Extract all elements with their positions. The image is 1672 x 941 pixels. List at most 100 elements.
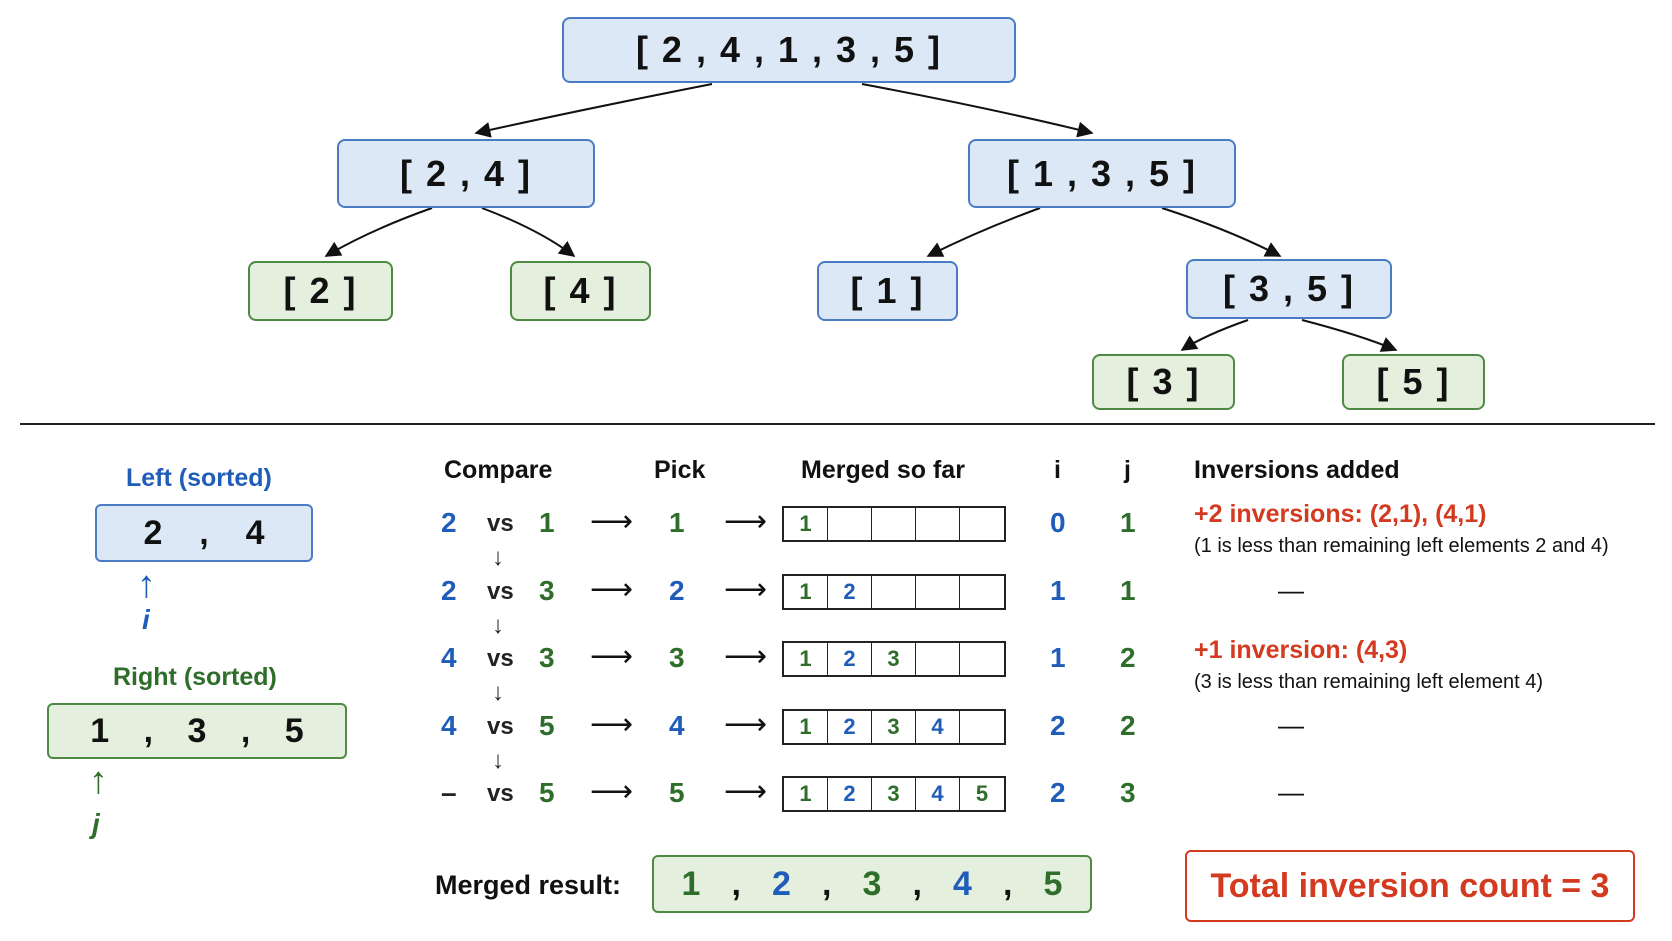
step-0-left: 2: [441, 507, 457, 538]
step-3-arrow2-icon: ⟶: [724, 708, 768, 741]
merged-slot: [960, 508, 1004, 540]
left-sorted-box: 2 , 4: [95, 504, 313, 562]
step-1-arrow2-icon: ⟶: [724, 573, 768, 606]
step-0-arrow-icon: ⟶: [590, 505, 634, 538]
step-0-inv-title: +2 inversions: (2,1), (4,1): [1194, 500, 1487, 528]
section-divider: [20, 423, 1655, 425]
merged-slot: 2: [828, 778, 872, 810]
merged-slot: 3: [872, 643, 916, 675]
header-merged: Merged so far: [801, 456, 965, 484]
step-2-down-icon: ↓: [492, 679, 504, 706]
step-0-pick: 1: [669, 507, 685, 538]
header-j: j: [1124, 456, 1131, 484]
step-4-left: –: [441, 777, 457, 808]
merged-slot: [916, 508, 960, 540]
merged-result-value: 5: [1043, 864, 1063, 903]
merged-slot: [828, 508, 872, 540]
step-4-merged: 1 2 3 4 5: [782, 776, 1006, 812]
step-4-vs: vs: [487, 780, 514, 807]
tree-node-rr: [ 3 , 5 ]: [1186, 259, 1392, 319]
j-pointer-arrow-icon: ↑: [89, 760, 108, 802]
step-0-j: 1: [1120, 507, 1136, 538]
step-4-arrow2-icon: ⟶: [724, 775, 768, 808]
merged-slot: 1: [784, 576, 828, 608]
merged-result-sep: ,: [822, 864, 832, 903]
tree-node-left: [ 2 , 4 ]: [337, 139, 595, 208]
step-3-right: 5: [539, 710, 555, 741]
merged-result-value: 4: [953, 864, 972, 903]
edge-root-right: [861, 83, 1094, 138]
step-1-arrow-icon: ⟶: [590, 573, 634, 606]
merged-slot: 2: [828, 576, 872, 608]
step-2-vs: vs: [487, 645, 514, 672]
right-value-3: ,: [240, 711, 251, 750]
step-3-i: 2: [1050, 710, 1066, 741]
merged-slot: [916, 643, 960, 675]
step-4-arrow-icon: ⟶: [590, 775, 634, 808]
step-3-j: 2: [1120, 710, 1136, 741]
step-1-i: 1: [1050, 575, 1066, 606]
step-1-left: 2: [441, 575, 457, 606]
merged-slot: [960, 711, 1004, 743]
merged-result-value: 2: [772, 864, 791, 903]
step-3-dash: —: [1278, 710, 1304, 740]
step-0-i: 0: [1050, 507, 1066, 538]
merged-slot: 3: [872, 778, 916, 810]
left-sorted-label: Left (sorted): [126, 464, 272, 492]
merged-result-box: 1 , 2 , 3 , 4 , 5: [652, 855, 1092, 913]
edge-rr-rrl: [1180, 319, 1249, 351]
merged-slot: 1: [784, 643, 828, 675]
merged-result-label: Merged result:: [435, 870, 622, 900]
step-4-i: 2: [1050, 777, 1066, 808]
step-1-dash: —: [1278, 575, 1304, 605]
step-2-inv-note: (3 is less than remaining left element 4…: [1194, 671, 1544, 693]
edge-root-left: [474, 83, 713, 138]
merged-result-sep: ,: [731, 864, 741, 903]
left-value-0: 2: [143, 513, 163, 552]
step-3-left: 4: [441, 710, 457, 741]
step-4-right: 5: [539, 777, 555, 808]
right-sorted-box: 1 , 3 , 5: [47, 703, 347, 759]
total-inversion-box: Total inversion count = 3: [1185, 850, 1635, 922]
right-sorted-label: Right (sorted): [113, 663, 277, 691]
step-2-i: 1: [1050, 642, 1066, 673]
i-pointer-label: i: [142, 604, 150, 635]
j-pointer-label: j: [92, 808, 100, 839]
step-0-merged: 1: [782, 506, 1006, 542]
header-compare: Compare: [444, 456, 553, 484]
step-2-j: 2: [1120, 642, 1136, 673]
tree-node-ll: [ 2 ]: [248, 261, 393, 321]
right-value-4: 5: [284, 711, 304, 750]
step-2-arrow-icon: ⟶: [590, 640, 634, 673]
tree-node-rl: [ 1 ]: [817, 261, 958, 321]
i-pointer-arrow-icon: ↑: [137, 564, 156, 606]
step-0-right: 1: [539, 507, 555, 538]
merged-slot: [960, 643, 1004, 675]
right-value-0: 1: [90, 711, 110, 750]
step-2-merged: 1 2 3: [782, 641, 1006, 677]
edge-left-ll: [324, 207, 433, 257]
right-value-1: ,: [143, 711, 154, 750]
tree-node-rrr: [ 5 ]: [1342, 354, 1485, 410]
step-0-inv-note: (1 is less than remaining left elements …: [1194, 535, 1609, 557]
merged-result-sep: ,: [1003, 864, 1013, 903]
merged-slot: 1: [784, 778, 828, 810]
merged-slot: 4: [916, 778, 960, 810]
step-4-j: 3: [1120, 777, 1136, 808]
step-4-dash: —: [1278, 777, 1304, 807]
right-value-2: 3: [187, 711, 207, 750]
header-i: i: [1054, 456, 1061, 484]
merged-result-value: 1: [681, 864, 701, 903]
step-3-vs: vs: [487, 713, 514, 740]
merged-slot: 4: [916, 711, 960, 743]
merged-slot: [872, 576, 916, 608]
edge-left-lr: [481, 207, 576, 257]
tree-node-root: [ 2 , 4 , 1 , 3 , 5 ]: [562, 17, 1016, 83]
step-1-merged: 1 2: [782, 574, 1006, 610]
step-2-arrow2-icon: ⟶: [724, 640, 768, 673]
header-inversions: Inversions added: [1194, 456, 1400, 484]
step-0-down-icon: ↓: [492, 544, 504, 571]
merged-slot: 3: [872, 711, 916, 743]
merged-slot: 1: [784, 508, 828, 540]
